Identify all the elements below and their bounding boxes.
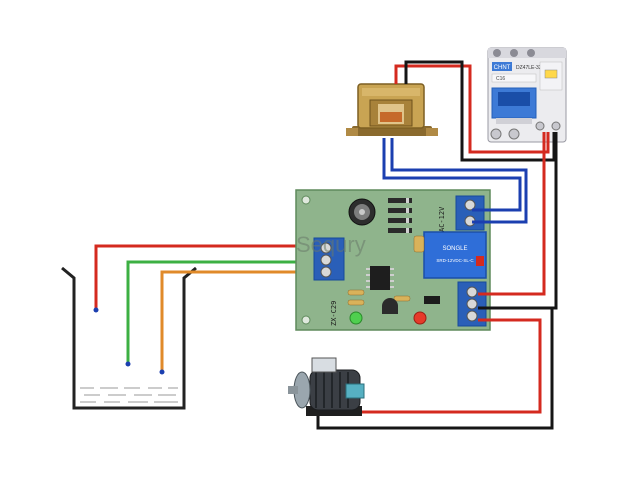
- probe-tip-high: [93, 307, 99, 313]
- probe-wire-orange: [160, 270, 318, 372]
- probe-tip-low: [159, 369, 165, 375]
- test-button: [544, 69, 558, 79]
- breaker-brand-plate: [492, 62, 512, 71]
- water-tank: [61, 266, 197, 410]
- breaker-brand: CHNT: [494, 65, 511, 71]
- flyback-diode: [424, 296, 440, 304]
- controller-pcb: AC-12V SONGLE SRD-12VDC-SL-C: [295, 189, 491, 331]
- circuit-breaker: CHNT DZ47LE-32 C16: [487, 47, 567, 143]
- probe-wire-green: [126, 260, 318, 364]
- motor-nameplate: [345, 383, 365, 399]
- relay-brand: SONGLE: [442, 246, 467, 252]
- watermark: Sequry: [296, 232, 366, 257]
- probe-tip-mid: [125, 361, 131, 367]
- resistors: [347, 235, 425, 306]
- pump-motor: [288, 357, 365, 416]
- diode-bridge: [388, 198, 412, 233]
- led-green: [349, 311, 363, 325]
- led-red: [413, 311, 427, 325]
- breaker-model: DZ47LE-32: [516, 65, 542, 71]
- sensor-terminal: [313, 237, 345, 281]
- ac-input-terminal: [455, 195, 485, 231]
- transformer-secondary-wires: [382, 138, 528, 224]
- ic-chip: [366, 266, 394, 290]
- breaker-rating: C16: [496, 76, 505, 82]
- probe-wires: [94, 244, 318, 372]
- motor-junction-box: [311, 357, 337, 373]
- probe-wire-red: [94, 244, 318, 310]
- board-model-label: ZX-C29: [330, 301, 338, 326]
- capacitor: [348, 198, 376, 226]
- mains-wires: [394, 60, 556, 162]
- relay-model: SRD-12VDC-SL-C: [436, 258, 474, 263]
- ac-terminal-label: AC-12V: [438, 206, 446, 232]
- relay: SONGLE SRD-12VDC-SL-C: [423, 231, 487, 279]
- transformer: [346, 83, 438, 136]
- water-surface: [80, 387, 178, 403]
- transistor: [382, 298, 398, 314]
